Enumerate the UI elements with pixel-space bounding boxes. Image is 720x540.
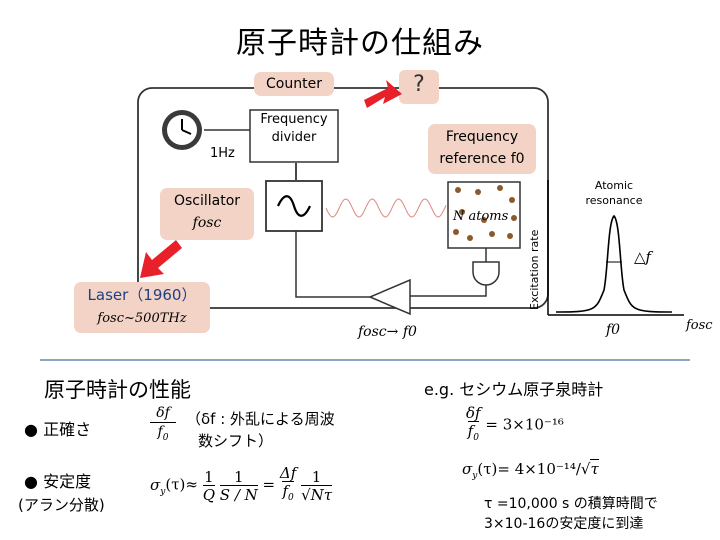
- stability-item: ● 安定度: [24, 472, 92, 491]
- oscillator-label: Oscillator fosc: [160, 188, 254, 240]
- fosc-axis-label: fosc: [686, 318, 713, 333]
- counter-label: Counter: [254, 72, 334, 96]
- atoms: [453, 185, 517, 241]
- frequency-reference-label: Frequency reference f0: [428, 124, 536, 174]
- n-atoms-label: N atoms: [453, 209, 509, 224]
- example-stability-formula: σy(τ)= 4×10⁻¹⁴/√τ: [462, 459, 599, 481]
- resonance-curve: [555, 214, 673, 313]
- red-arrow-right-icon: [364, 80, 402, 108]
- atomic-resonance-label: Atomic resonance: [585, 179, 643, 207]
- accuracy-item: ● 正確さ: [24, 420, 92, 439]
- one-hz-label: 1Hz: [210, 146, 235, 161]
- detector-icon: [472, 261, 500, 286]
- page-title: 原子時計の仕組み: [236, 26, 484, 61]
- stability-sub: (アラン分散): [18, 496, 105, 514]
- fosc-to-f0-label: fosc→ f0: [358, 324, 417, 340]
- excitation-rate-label: Excitation rate: [528, 229, 541, 310]
- performance-heading: 原子時計の性能: [44, 378, 191, 402]
- example-note: τ =10,000 s の積算時間で 3×10-16の安定度に到達: [484, 496, 658, 532]
- red-arrow-left-icon: [140, 240, 182, 278]
- bullet-dot-icon: ●: [24, 472, 38, 491]
- delta-f-label: △f: [634, 248, 652, 266]
- accuracy-note: （δf : 外乱による周波 数シフト）: [186, 410, 335, 450]
- amplifier-icon: [368, 278, 411, 316]
- f0-axis-label: f0: [606, 322, 621, 338]
- example-heading: e.g. セシウム原子泉時計: [424, 380, 604, 399]
- bullet-dot-icon: ●: [24, 420, 38, 439]
- microwave-wave: [325, 198, 447, 218]
- question-mark: ?: [413, 72, 425, 97]
- question-box: [399, 70, 439, 104]
- frequency-divider-box: [249, 109, 339, 163]
- frequency-divider-label: Frequency divider: [260, 112, 328, 145]
- laser-label: Laser（1960） fosc~500THz: [74, 282, 210, 333]
- clock-icon: [162, 110, 202, 150]
